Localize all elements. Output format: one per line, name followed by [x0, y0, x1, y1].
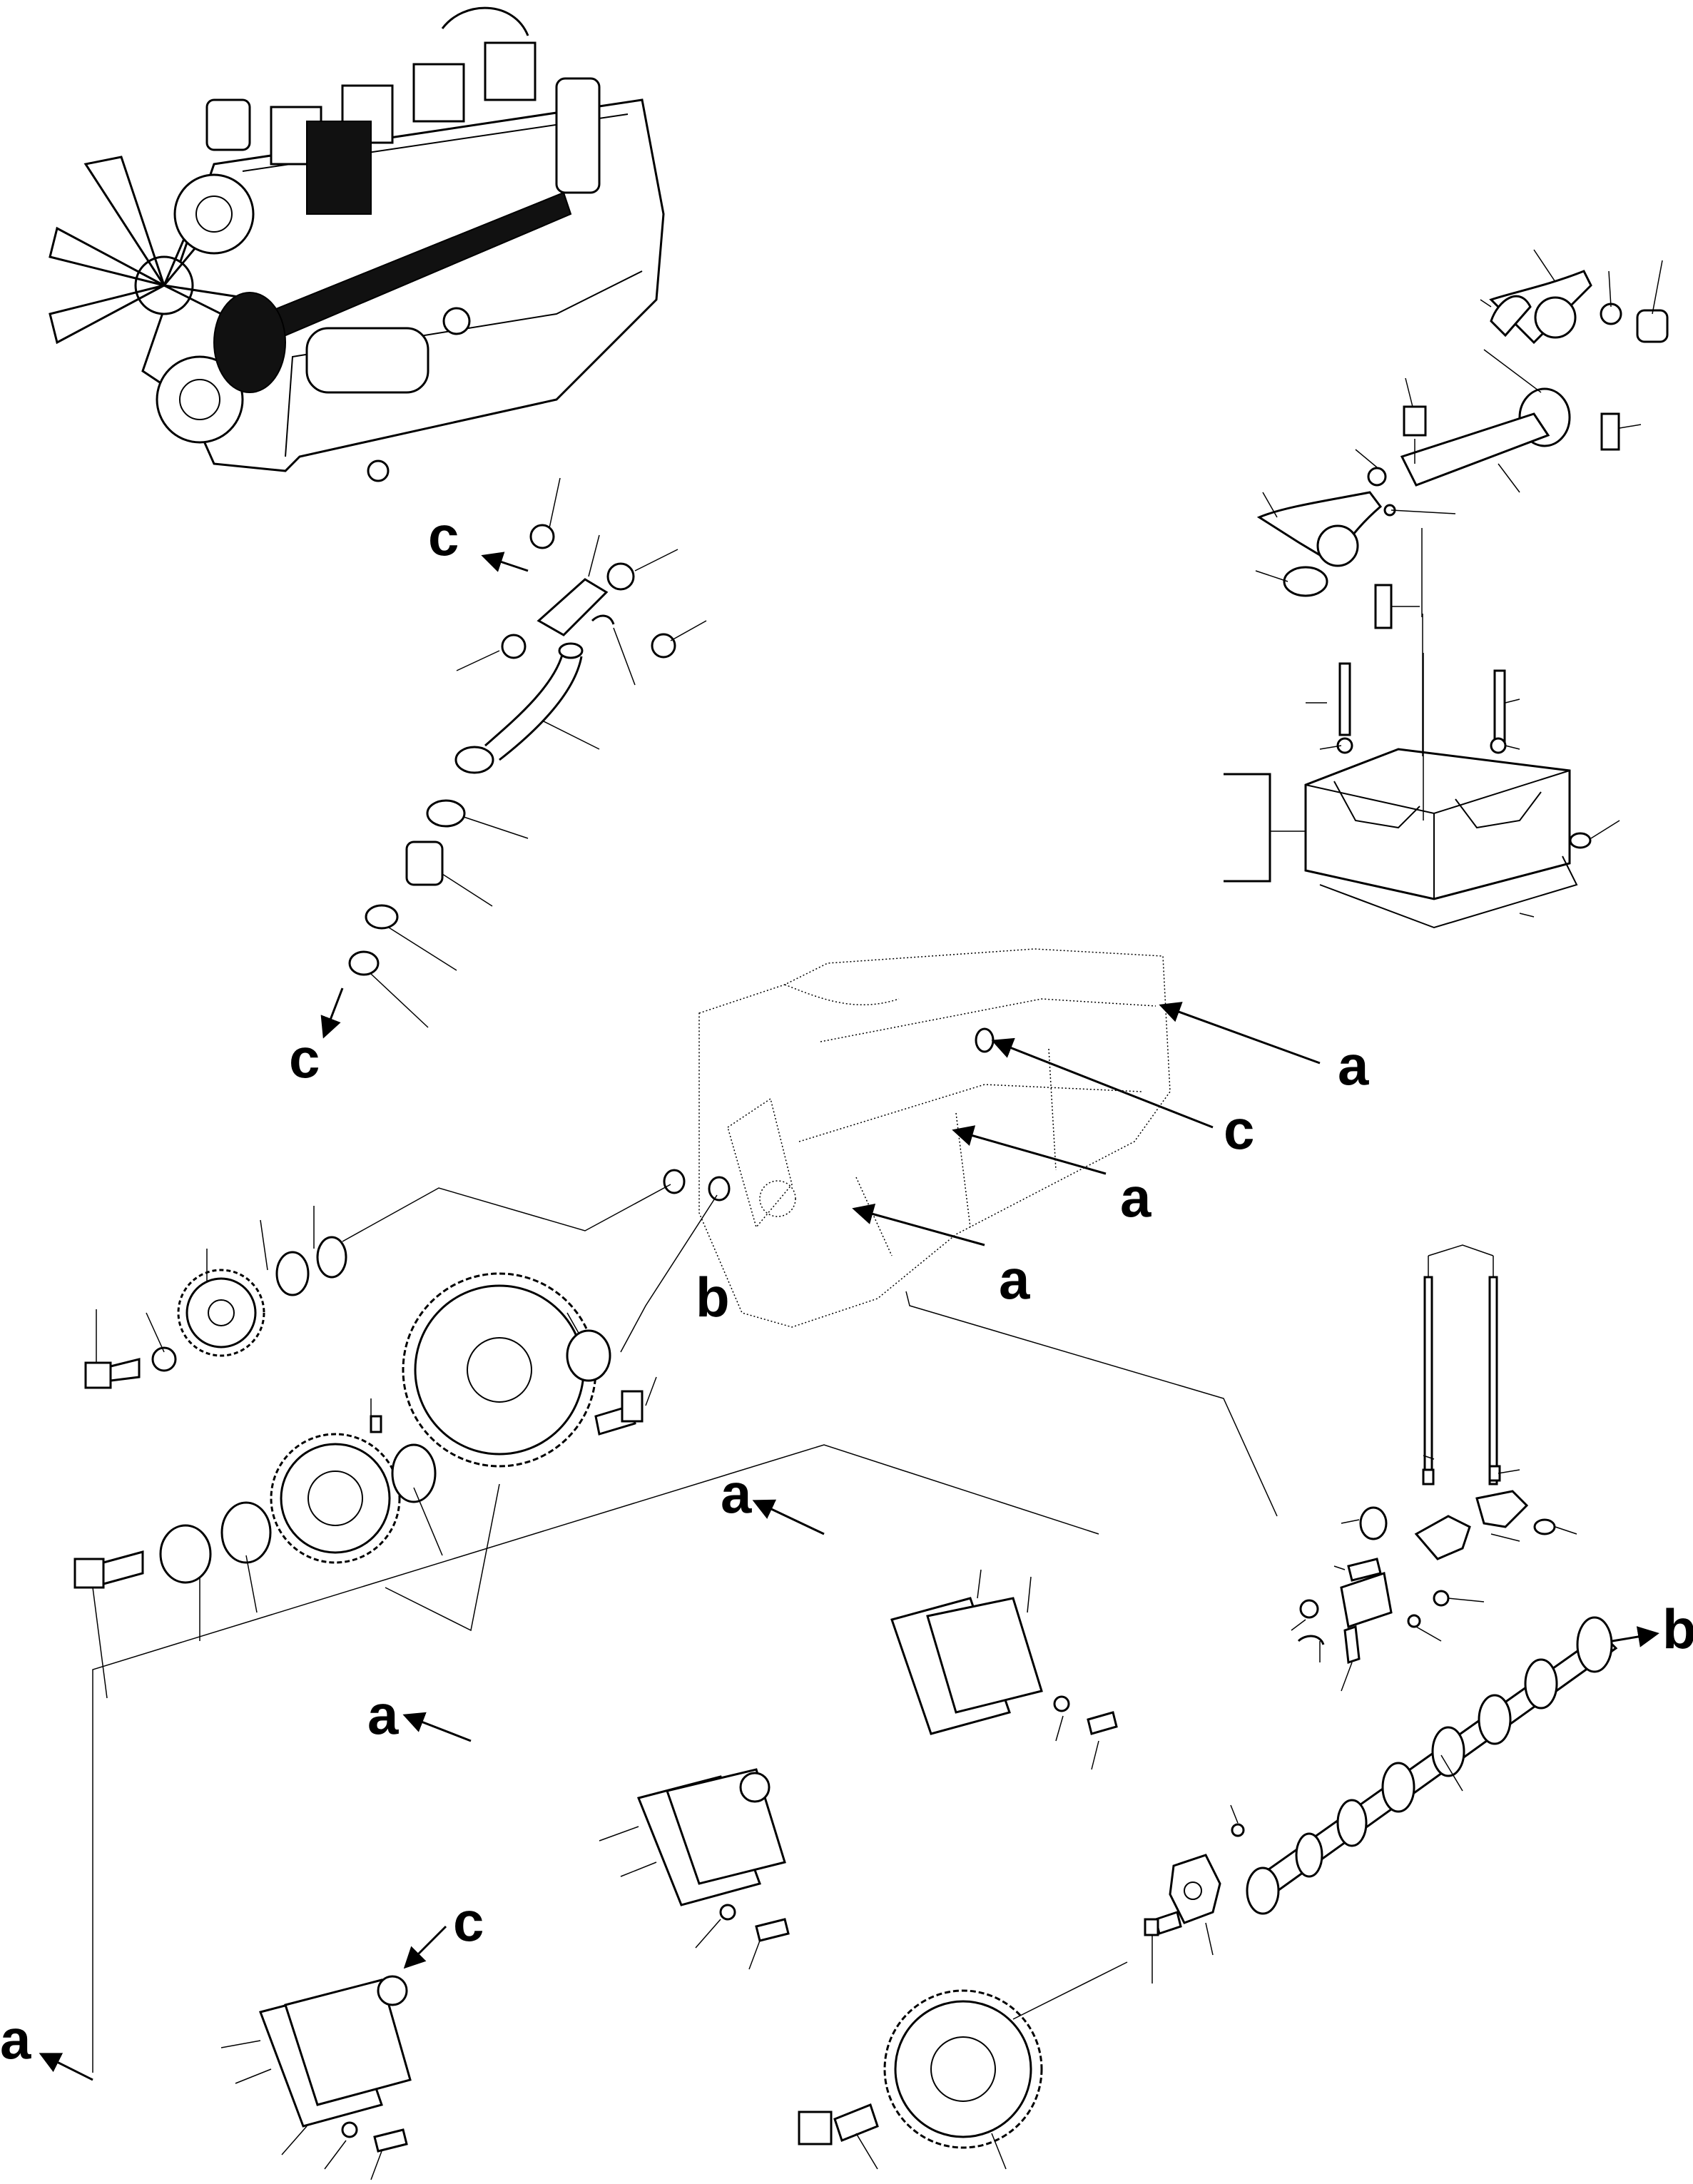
ref-letter-a-cover-upper: a: [721, 1462, 752, 1525]
ref-letter-a-block-low: a: [999, 1248, 1030, 1311]
ref-letter-b-camshaft: b: [1662, 1598, 1693, 1660]
ref-letter-c-block: c: [1224, 1098, 1254, 1161]
idler-gear-group: [73, 1206, 657, 1699]
ref-letter-a-cover-mid: a: [367, 1683, 399, 1746]
cylinder-block-outline: [342, 948, 1321, 1517]
ref-letter-a-block-mid: a: [1120, 1166, 1151, 1229]
ref-letter-a-block-top: a: [1338, 1034, 1369, 1097]
fan-illustration: [49, 156, 258, 345]
ref-letter-c-hose: c: [289, 1027, 320, 1090]
rocker-arm-group: [1255, 249, 1669, 629]
camshaft-group: [798, 1616, 1659, 2170]
engine-overview-illustration: [49, 6, 665, 482]
ref-letter-c-cover: c: [453, 1890, 484, 1953]
side-cover-group: [39, 1444, 1118, 2180]
ref-letter-c-top: c: [428, 504, 459, 567]
tappet-pushrod-group: [1291, 1244, 1577, 1692]
ref-letter-b-block: b: [696, 1266, 730, 1329]
rocker-housing: [1224, 614, 1620, 929]
tube-fitting-group: [320, 477, 707, 1039]
ref-letter-a-cover-left: a: [0, 2008, 31, 2071]
